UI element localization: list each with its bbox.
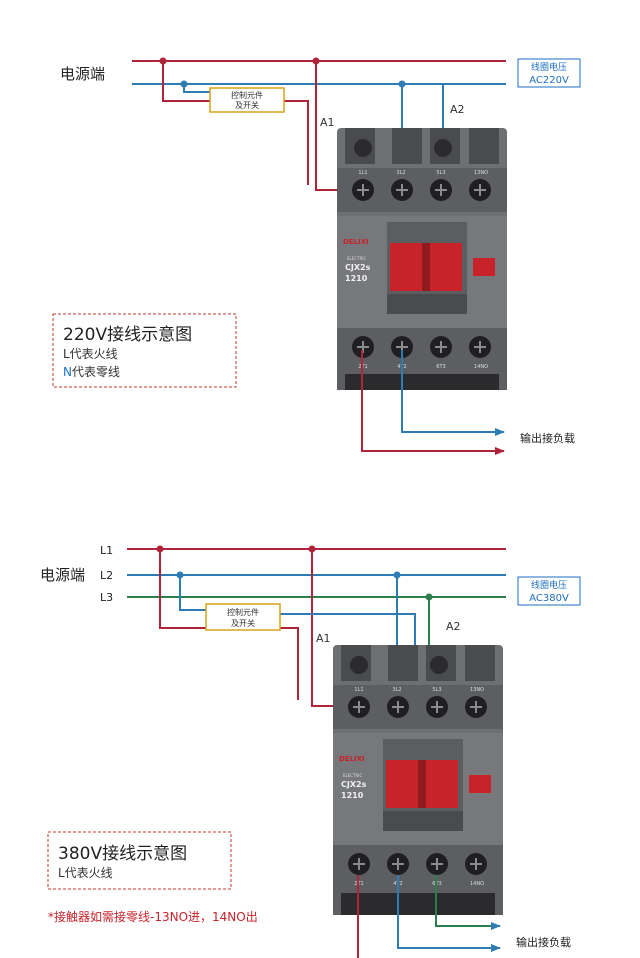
line-l1-label: L1 <box>100 544 113 557</box>
terminal-label: 14NO <box>474 364 488 370</box>
coil-voltage-badge: 线圈电压 AC220V <box>517 58 581 88</box>
output-neutral-wire <box>401 350 505 436</box>
output-live-wire <box>361 350 505 455</box>
control-neutral-wire <box>183 84 210 93</box>
control-wire-in <box>162 61 210 102</box>
output-l2-wire <box>397 875 501 952</box>
power-source-label: 电源端 <box>60 65 105 83</box>
diagram-380v: 电源端 L1 L2 L3 线圈电压 AC380V 控制元件 及开关 A1 A2 <box>40 544 581 958</box>
contactor-brand: DELIXI <box>339 755 365 763</box>
a1-label: A1 <box>316 632 331 645</box>
contactor-model: CJX2s <box>341 780 367 789</box>
junction-dot <box>159 57 167 65</box>
junction-dot <box>156 545 164 553</box>
terminal-label: 13NO <box>474 170 488 176</box>
junction-dot <box>393 571 401 579</box>
legend-title: 220V接线示意图 <box>63 325 192 345</box>
terminal-label: 3L2 <box>392 687 401 693</box>
contactor-sub: ELECTRIC <box>343 773 362 778</box>
terminal-label: 3L2 <box>396 170 405 176</box>
legend-line-2: N代表零线 <box>63 365 120 379</box>
control-wire-in <box>159 549 206 629</box>
legend-220v: 220V接线示意图 L代表火线 N代表零线 <box>52 313 237 388</box>
legend-neutral-prefix: N <box>63 365 72 379</box>
control-l2-wire <box>179 575 206 611</box>
junction-dot <box>425 593 433 601</box>
red-indicator <box>473 258 495 276</box>
coil-screw-a2 <box>434 139 452 157</box>
coil-voltage-label: 线圈电压 <box>531 579 567 591</box>
contactor-code: 1210 <box>345 274 368 283</box>
legend-380v: 380V接线示意图 L代表火线 <box>47 831 232 890</box>
contactor-sub: ELECTRIC <box>347 256 366 261</box>
control-box-label-1: 控制元件 <box>231 90 263 100</box>
legend-title: 380V接线示意图 <box>58 844 187 864</box>
terminal-label: 5L3 <box>436 170 445 176</box>
control-box-label-2: 及开关 <box>235 100 259 110</box>
terminal-label: 1L1 <box>358 170 367 176</box>
control-element-box: 控制元件 及开关 <box>205 603 281 631</box>
terminal-label: 5L3 <box>432 687 441 693</box>
coil-voltage-badge: 线圈电压 AC380V <box>517 576 581 606</box>
coil-voltage-value: AC380V <box>529 593 569 604</box>
coil-voltage-label: 线圈电压 <box>531 61 567 73</box>
junction-dot <box>308 545 316 553</box>
a1-label: A1 <box>320 116 335 129</box>
power-source-label: 电源端 <box>40 566 85 584</box>
diagram-220v: 电源端 线圈电压 AC220V 控制元件 及开关 A1 A2 <box>52 57 581 455</box>
a1-wire <box>284 100 309 185</box>
junction-dot <box>176 571 184 579</box>
line-l2-label: L2 <box>100 569 113 582</box>
control-box-label-2: 及开关 <box>231 618 255 628</box>
a1-wire <box>280 627 299 700</box>
terminal-label: 14NO <box>470 881 484 887</box>
coil-screw-a1 <box>350 656 368 674</box>
junction-dot <box>398 80 406 88</box>
a2-wire <box>280 613 416 660</box>
terminal-label: 1L1 <box>354 687 363 693</box>
contactor: 1L1 3L2 5L3 13NO DELIXI ELECTRIC CJX2s 1… <box>337 128 507 390</box>
a2-label: A2 <box>450 103 465 116</box>
a2-label: A2 <box>446 620 461 633</box>
contactor-brand: DELIXI <box>343 238 369 246</box>
red-indicator <box>469 775 491 793</box>
contactor: 1L1 3L2 5L3 13NO DELIXI ELECTRIC CJX2s 1… <box>333 645 503 915</box>
coil-voltage-value: AC220V <box>529 75 569 86</box>
control-element-box: 控制元件 及开关 <box>209 87 285 113</box>
junction-dot <box>180 80 188 88</box>
terminal-label: 13NO <box>470 687 484 693</box>
legend-line-1: L代表火线 <box>63 347 118 361</box>
line-l3-label: L3 <box>100 591 113 604</box>
terminal-label: 6T3 <box>436 364 445 370</box>
coil-screw-a1 <box>354 139 372 157</box>
coil-screw-a2 <box>430 656 448 674</box>
contactor-code: 1210 <box>341 791 364 800</box>
control-box-label-1: 控制元件 <box>227 607 259 617</box>
output-load-label: 输出接负载 <box>520 431 575 445</box>
junction-dot <box>312 57 320 65</box>
legend-neutral-rest: 代表零线 <box>72 365 120 379</box>
output-l3-wire <box>435 875 501 930</box>
contactor-model: CJX2s <box>345 263 371 272</box>
legend-line-1: L代表火线 <box>58 866 113 880</box>
neutral-note: *接触器如需接零线-13NO进，14NO出 <box>48 909 258 924</box>
output-load-label: 输出接负载 <box>516 935 571 949</box>
